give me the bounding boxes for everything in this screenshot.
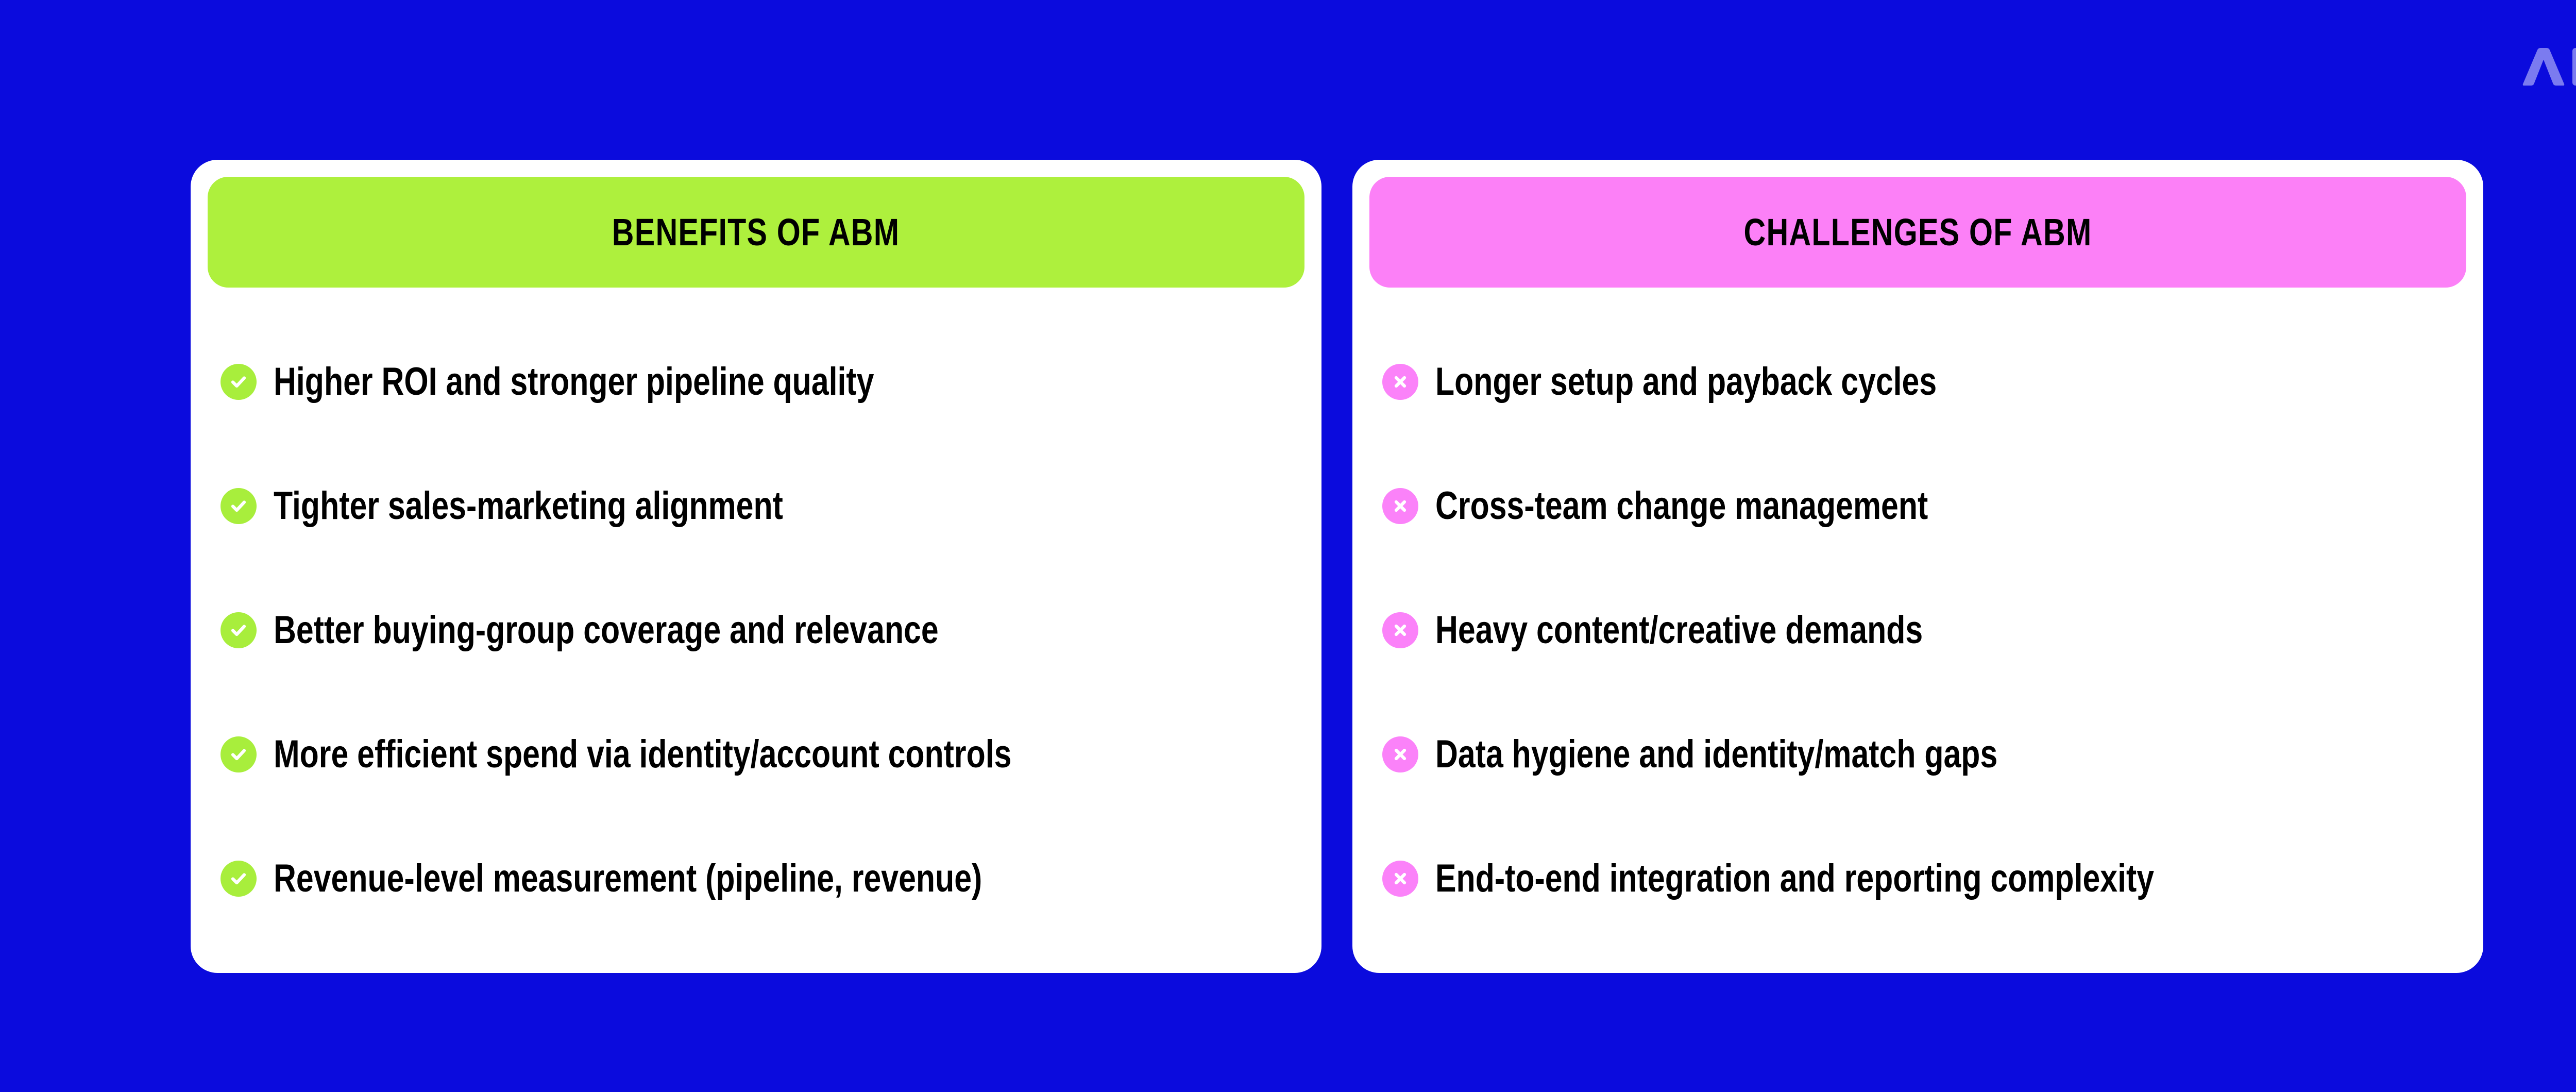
card-header-challenges: CHALLENGES OF ABM [1369, 177, 2466, 288]
check-circle-icon [221, 736, 257, 772]
list-item-label: Better buying-group coverage and relevan… [274, 608, 939, 652]
list-item: Better buying-group coverage and relevan… [221, 568, 1294, 692]
card-title-challenges: CHALLENGES OF ABM [1743, 210, 2092, 254]
list-item-label: Higher ROI and stronger pipeline quality [274, 359, 874, 404]
list-item-label: Cross-team change management [1435, 483, 1928, 528]
cross-circle-icon [1382, 736, 1418, 772]
list-item-label: End-to-end integration and reporting com… [1435, 856, 2155, 900]
list-item-label: Longer setup and payback cycles [1435, 359, 1937, 404]
card-header-benefits: BENEFITS OF ABM [208, 177, 1304, 288]
list-item: Cross-team change management [1382, 444, 2456, 568]
card-title-benefits: BENEFITS OF ABM [612, 210, 900, 254]
list-item-label: Data hygiene and identity/match gaps [1435, 732, 1998, 776]
challenges-list: Longer setup and payback cycles Cross-te… [1369, 288, 2466, 973]
list-item-label: Revenue-level measurement (pipeline, rev… [274, 856, 982, 900]
comparison-board: BENEFITS OF ABM Higher ROI and stronger … [191, 160, 2483, 973]
list-item-label: Tighter sales-marketing alignment [274, 483, 783, 528]
list-item: End-to-end integration and reporting com… [1382, 816, 2456, 940]
check-circle-icon [221, 363, 257, 400]
cross-circle-icon [1382, 488, 1418, 524]
list-item: Data hygiene and identity/match gaps [1382, 692, 2456, 816]
check-circle-icon [221, 488, 257, 524]
list-item: Revenue-level measurement (pipeline, rev… [221, 816, 1294, 940]
card-challenges: CHALLENGES OF ABM Longer setup and payba… [1352, 160, 2483, 973]
cross-circle-icon [1382, 363, 1418, 400]
list-item: Heavy content/creative demands [1382, 568, 2456, 692]
check-circle-icon [221, 612, 257, 648]
list-item-label: Heavy content/creative demands [1435, 608, 1923, 652]
list-item: Tighter sales-marketing alignment [221, 444, 1294, 568]
cross-circle-icon [1382, 860, 1418, 897]
list-item: Longer setup and payback cycles [1382, 320, 2456, 444]
check-circle-icon [221, 860, 257, 897]
list-item: More efficient spend via identity/accoun… [221, 692, 1294, 816]
card-benefits: BENEFITS OF ABM Higher ROI and stronger … [191, 160, 1321, 973]
cross-circle-icon [1382, 612, 1418, 648]
ai-logo-icon [2515, 46, 2576, 86]
list-item: Higher ROI and stronger pipeline quality [221, 320, 1294, 444]
benefits-list: Higher ROI and stronger pipeline quality… [208, 288, 1304, 973]
brand-logo [2504, 45, 2576, 87]
list-item-label: More efficient spend via identity/accoun… [274, 732, 1012, 776]
